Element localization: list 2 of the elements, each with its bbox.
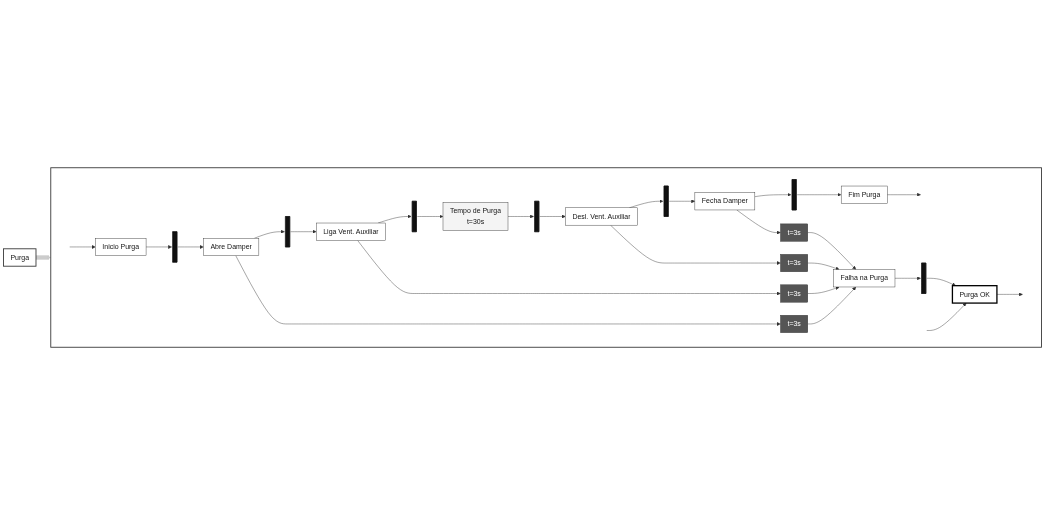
cluster xyxy=(50,167,1042,348)
arrow xyxy=(35,255,51,260)
